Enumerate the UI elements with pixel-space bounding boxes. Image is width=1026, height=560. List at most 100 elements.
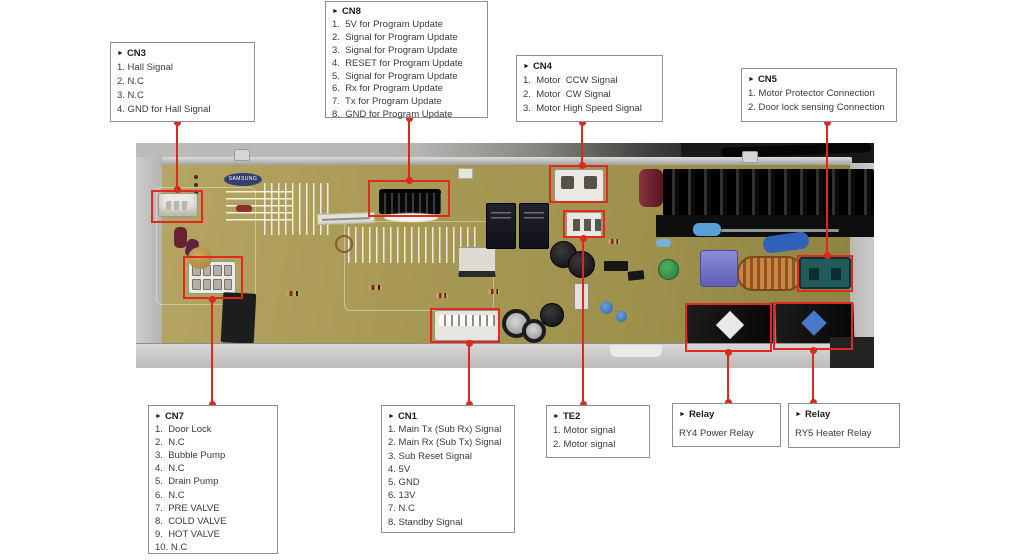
capacitor (600, 301, 613, 314)
pin-hole (192, 278, 201, 290)
pin-line: 1. 5V for Program Update (332, 18, 443, 30)
pin-line: 10. N.C (155, 541, 188, 553)
callout-title: ►CN4 (523, 61, 552, 72)
arrow-icon: ► (553, 413, 560, 420)
cn8-leader-line (405, 115, 413, 184)
ry4-leader-line (724, 349, 732, 406)
pin-line: 6. N.C (155, 489, 185, 501)
pin-line: 2. Motor CW Signal (523, 89, 611, 100)
pin-hole (213, 265, 222, 276)
capacitor (568, 251, 595, 278)
relay-ry4-callout: ►Relay RY4 Power Relay (672, 403, 781, 447)
heatsink (663, 169, 874, 219)
callout-pin-list: RY4 Power Relay (679, 427, 774, 441)
relay-ry5-callout: ►Relay RY5 Heater Relay (788, 403, 900, 448)
samsung-logo: SAMSUNG (224, 173, 262, 186)
arrow-icon: ► (388, 413, 395, 420)
callout-title: ►Relay (679, 409, 715, 420)
pin-line: 4. N.C (155, 463, 185, 475)
pin-line: 3. Motor High Speed Signal (523, 103, 642, 114)
callout-pin-list: 1. Motor Protector Connection 2. Door loc… (748, 87, 890, 115)
pin-line: RY5 Heater Relay (795, 428, 872, 439)
silkscreen-outline (156, 187, 256, 305)
pin-line: 2. Door lock sensing Connection (748, 102, 885, 113)
capacitor (656, 239, 671, 247)
pin-line: 3. Signal for Program Update (332, 44, 458, 56)
ry5-leader-line (809, 347, 817, 406)
panel-frame-bottom (136, 343, 874, 368)
frame-clip (234, 149, 250, 161)
resistor-array (264, 183, 332, 235)
pin-hole (223, 265, 232, 276)
version-sticker (316, 211, 376, 226)
white-relay (458, 247, 496, 277)
cn7-leader-line (208, 296, 216, 408)
pin-hole (223, 278, 232, 290)
pin-line: 7. Tx for Program Update (332, 96, 442, 108)
arrow-icon: ► (748, 76, 755, 83)
pin-line: 1. Motor CCW Signal (523, 75, 618, 86)
disc-capacitor (658, 259, 679, 280)
cn4-connector (554, 169, 604, 202)
callout-title: ►CN5 (748, 74, 777, 85)
callout-title: ►CN3 (117, 48, 146, 59)
te2-highlight-rect (563, 210, 605, 238)
resistor (608, 239, 620, 244)
pin-line: 5. Drain Pump (155, 476, 219, 488)
pin-line: 6. 13V (388, 490, 416, 502)
capacitor-block (220, 292, 257, 344)
callout-pin-list: RY5 Heater Relay (795, 427, 893, 441)
te2-connector (566, 212, 602, 238)
qc-stamp (335, 235, 353, 253)
ic-chip (627, 270, 645, 281)
cn7-highlight-rect (183, 256, 243, 299)
callout-title: ►Relay (795, 409, 831, 420)
pin-line: 7. PRE VALVE (155, 502, 220, 514)
heatsink-base (656, 215, 874, 237)
resistor (488, 289, 500, 294)
pin-hole (213, 278, 222, 290)
coil-inductor (737, 256, 803, 291)
cn4-highlight-rect (549, 165, 608, 203)
arrow-icon: ► (117, 50, 124, 57)
pin-line: 1. Hall Signal (117, 62, 173, 73)
cn4-leader-line (578, 119, 586, 169)
cn5-leader-line (823, 119, 831, 259)
arrow-icon: ► (155, 413, 162, 420)
pin-line: 4. RESET for Program Update (332, 57, 463, 69)
callout-title: ►CN1 (388, 411, 417, 422)
arrow-icon: ► (679, 411, 686, 418)
pin-line: 8. GND for Program Update (332, 109, 453, 121)
pin-line: 8. COLD VALVE (155, 515, 227, 527)
capacitor (616, 311, 627, 322)
film-capacitor (700, 250, 738, 287)
jumper-component (236, 205, 252, 212)
cn3-leader-line (173, 119, 181, 193)
pin-line: 3. N.C (117, 90, 144, 101)
capacitor (174, 227, 187, 248)
pin-line: 7. N.C (388, 503, 415, 515)
pin-line: 3. Sub Reset Signal (388, 450, 472, 462)
arrow-icon: ► (795, 411, 802, 418)
pin-line: 2. Motor signal (553, 439, 616, 450)
resistor (368, 285, 382, 290)
heatsink-glint (721, 229, 839, 232)
capacitor (693, 223, 721, 236)
resistor (286, 291, 300, 296)
capacitor (639, 169, 663, 207)
pin-line: 1. Motor Protector Connection (748, 88, 875, 99)
cn5-callout: ►CN5 1. Motor Protector Connection 2. Doo… (741, 68, 897, 122)
resistor (436, 293, 448, 298)
arrow-icon: ► (523, 63, 530, 70)
ic-chip (604, 261, 628, 271)
ceramic-resistor (574, 283, 589, 310)
te2-leader-line (579, 235, 587, 408)
electrolytic-capacitor (522, 319, 546, 343)
test-pad (194, 175, 198, 179)
